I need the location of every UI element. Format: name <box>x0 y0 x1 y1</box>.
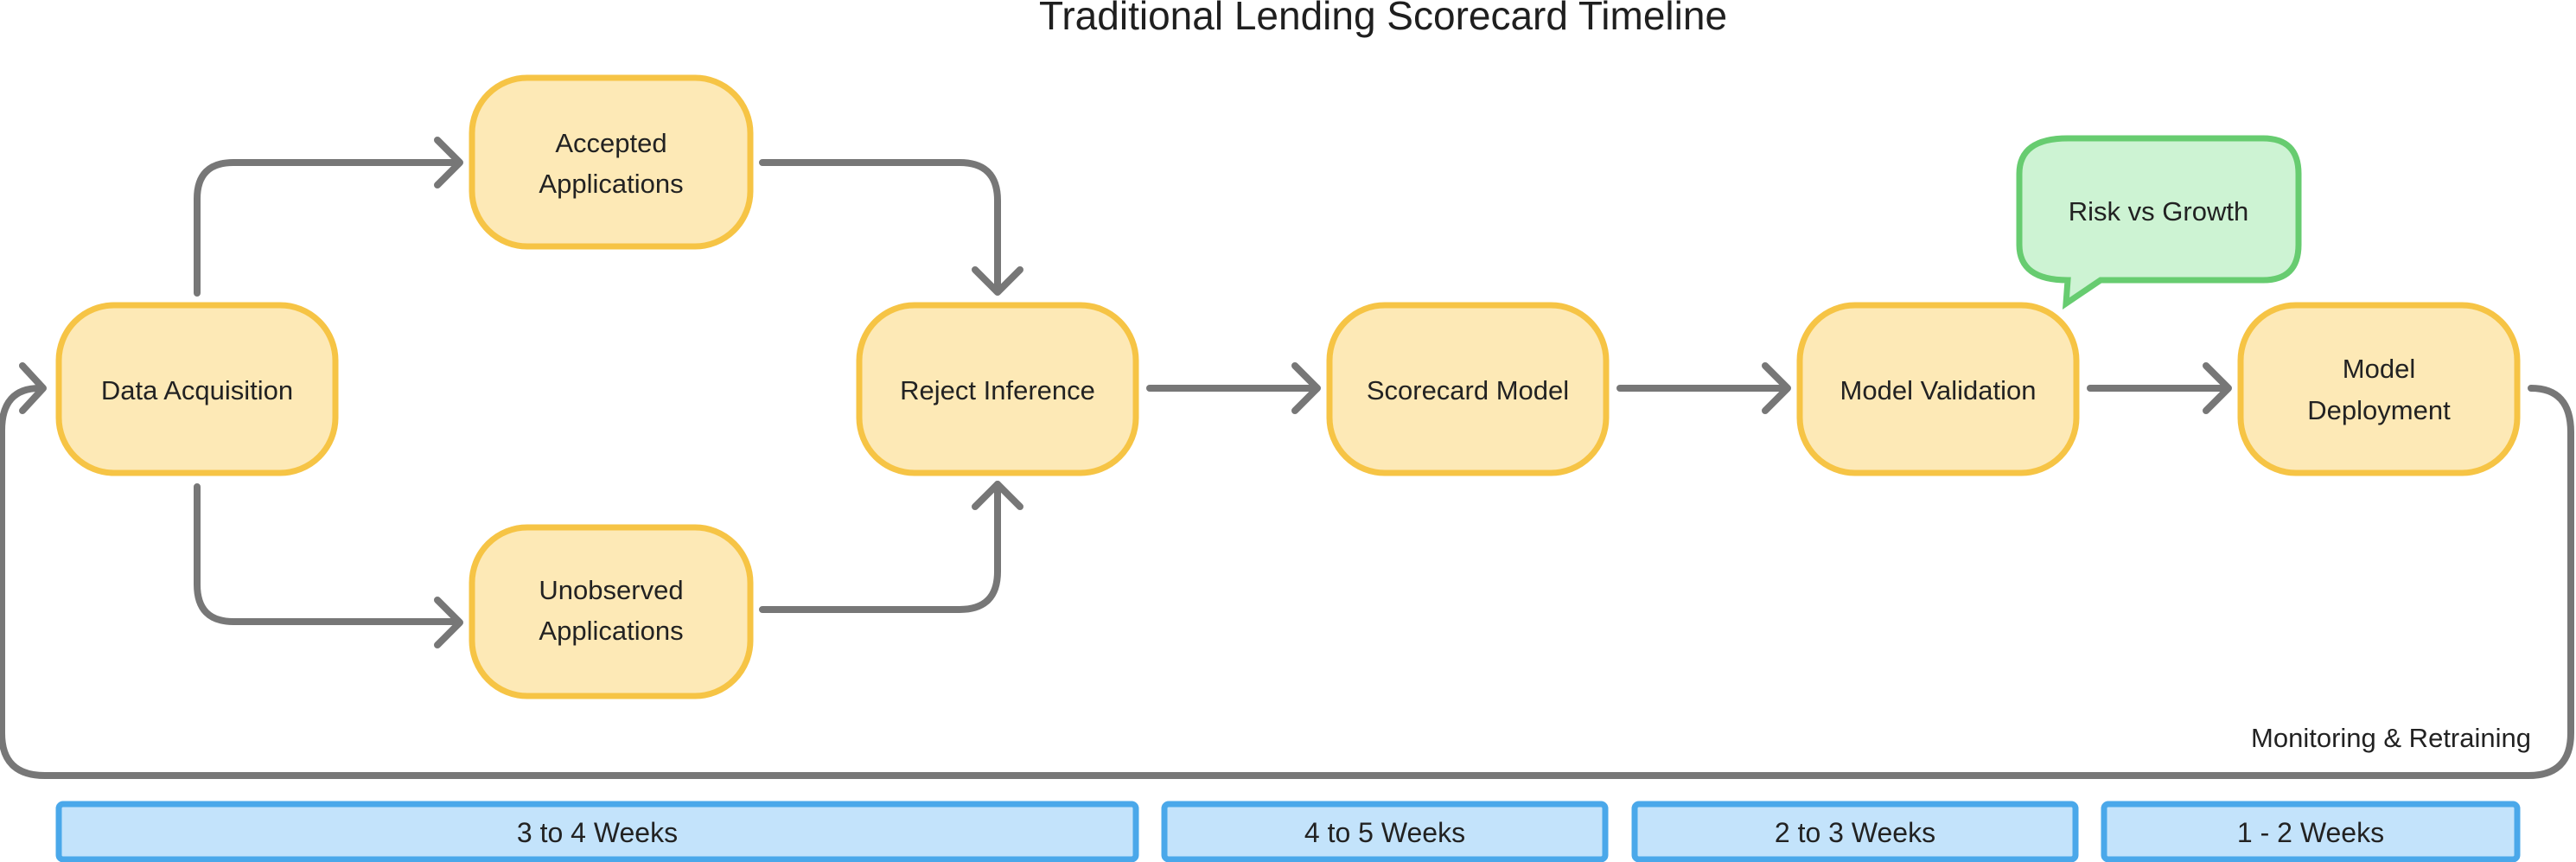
node-model-validation-label: Model Validation <box>1840 375 2037 405</box>
connector-accepted-to-reject <box>759 159 1001 294</box>
node-data-acquisition-label: Data Acquisition <box>101 375 293 405</box>
node-accepted-applications-box <box>469 74 754 250</box>
connector-monitoring-loop <box>0 385 2574 779</box>
timeline-bar-2-label: 4 to 5 Weeks <box>1304 817 1465 848</box>
timeline-bar-3-box <box>1631 801 2079 862</box>
node-scorecard-model: Scorecard Model <box>1326 302 1610 476</box>
timeline-bar-4-box <box>2101 801 2521 862</box>
node-unobserved-applications-label-line-1: Unobserved <box>539 575 683 605</box>
timeline-bar-4-label: 1 - 2 Weeks <box>2237 817 2384 848</box>
arrowhead-to-validation <box>1762 362 1791 414</box>
monitoring-retraining-label: Monitoring & Retraining <box>2251 723 2531 753</box>
arrowhead-unobserved-to-reject <box>972 481 1023 510</box>
arrowhead-to-deployment <box>2203 362 2232 414</box>
connectors <box>0 137 2574 779</box>
node-model-validation: Model Validation <box>1796 302 2080 476</box>
diagram-title: Traditional Lending Scorecard Timeline <box>1039 0 1727 38</box>
node-accepted-applications: Accepted Applications <box>469 74 754 250</box>
arrowhead-loop-to-data <box>19 362 47 414</box>
node-data-acquisition: Data Acquisition <box>55 302 339 476</box>
node-reject-inference-box <box>856 302 1139 476</box>
timeline-bar-2-box <box>1161 801 1609 862</box>
node-model-deployment-label-line-2: Deployment <box>2307 395 2451 425</box>
node-scorecard-model-label: Scorecard Model <box>1367 375 1569 405</box>
node-unobserved-applications-box <box>469 524 754 699</box>
node-reject-inference: Reject Inference <box>856 302 1139 476</box>
node-accepted-applications-label-line-2: Applications <box>539 169 683 199</box>
node-model-deployment-box <box>2237 302 2521 476</box>
arrowhead-to-scorecard <box>1291 362 1321 414</box>
connector-unobserved-to-reject <box>759 481 1001 613</box>
node-data-acquisition-box <box>55 302 339 476</box>
timeline-bar-1: 3 to 4 Weeks <box>55 801 1139 862</box>
node-unobserved-applications-label-line-2: Applications <box>539 616 683 646</box>
connector-data-to-unobserved <box>194 483 458 625</box>
callout-risk-vs-growth: Risk vs Growth <box>2016 135 2302 310</box>
arrowhead-to-accepted <box>434 137 463 188</box>
timeline-bar-1-box <box>55 801 1139 862</box>
speech-bubble-icon <box>2016 135 2302 310</box>
timeline-bar-3: 2 to 3 Weeks <box>1631 801 2079 862</box>
node-reject-inference-label: Reject Inference <box>900 375 1095 405</box>
node-accepted-applications-label-line-1: Accepted <box>555 128 666 158</box>
timeline-bar-4: 1 - 2 Weeks <box>2101 801 2521 862</box>
node-model-deployment-label-line-1: Model <box>2343 354 2415 384</box>
node-model-validation-box <box>1796 302 2080 476</box>
timeline-bars: 3 to 4 Weeks 4 to 5 Weeks 2 to 3 Weeks 1… <box>55 801 2521 862</box>
connector-data-to-accepted <box>194 159 458 297</box>
node-unobserved-applications: Unobserved Applications <box>469 524 754 699</box>
node-model-deployment: Model Deployment <box>2237 302 2521 476</box>
timeline-bar-3-label: 2 to 3 Weeks <box>1775 817 1935 848</box>
arrowhead-accepted-to-reject <box>972 266 1023 296</box>
node-scorecard-model-box <box>1326 302 1610 476</box>
timeline-bar-2: 4 to 5 Weeks <box>1161 801 1609 862</box>
callout-risk-vs-growth-label: Risk vs Growth <box>2069 196 2248 227</box>
timeline-bar-1-label: 3 to 4 Weeks <box>517 817 678 848</box>
arrowhead-to-unobserved <box>434 597 463 648</box>
